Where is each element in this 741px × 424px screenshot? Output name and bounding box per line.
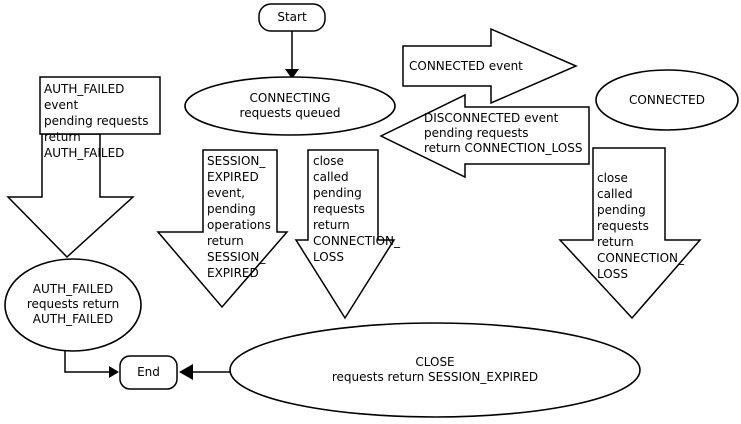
close-called-mid-label: close called pending requests return CON… bbox=[313, 154, 401, 264]
close-called-right-label: close called pending requests return CON… bbox=[597, 171, 685, 281]
connected-node-label: CONNECTED bbox=[629, 93, 705, 107]
disconnected-event-arrow bbox=[379, 93, 590, 179]
close-node bbox=[229, 322, 641, 418]
start-node-label: Start bbox=[277, 10, 307, 24]
auth-failed-node-label: AUTH_FAILED requests return AUTH_FAILED bbox=[26, 282, 120, 326]
session-expired-label: SESSION_ EXPIRED event, pending operatio… bbox=[207, 154, 271, 280]
start-to-connecting-arrowhead bbox=[285, 69, 299, 79]
auth-failed-event-arrow bbox=[6, 133, 135, 259]
session-expired-arrow bbox=[156, 149, 289, 309]
connecting-node-label: CONNECTING requests queued bbox=[239, 91, 341, 120]
auth-failed-event-label: AUTH_FAILED event pending requests retur… bbox=[44, 82, 149, 160]
connected-event-arrow bbox=[402, 27, 578, 105]
end-node bbox=[119, 355, 178, 390]
close-called-arrow-mid bbox=[294, 149, 396, 320]
connecting-node bbox=[184, 76, 396, 136]
connected-node bbox=[595, 69, 739, 131]
close-to-end-arrowhead bbox=[179, 364, 193, 380]
close-node-label: CLOSE requests return SESSION_EXPIRED bbox=[331, 355, 539, 384]
disconnected-event-label: DISCONNECTED event pending requests retu… bbox=[424, 111, 583, 155]
auth-failed-node bbox=[4, 258, 142, 352]
auth-failed-to-end-line bbox=[64, 351, 109, 373]
end-node-label: End bbox=[137, 365, 160, 379]
auth-failed-to-end-arrowhead bbox=[109, 366, 119, 378]
close-called-arrow-right bbox=[558, 147, 702, 320]
connected-event-label: CONNECTED event bbox=[409, 59, 523, 73]
auth-failed-event-box bbox=[39, 76, 161, 135]
